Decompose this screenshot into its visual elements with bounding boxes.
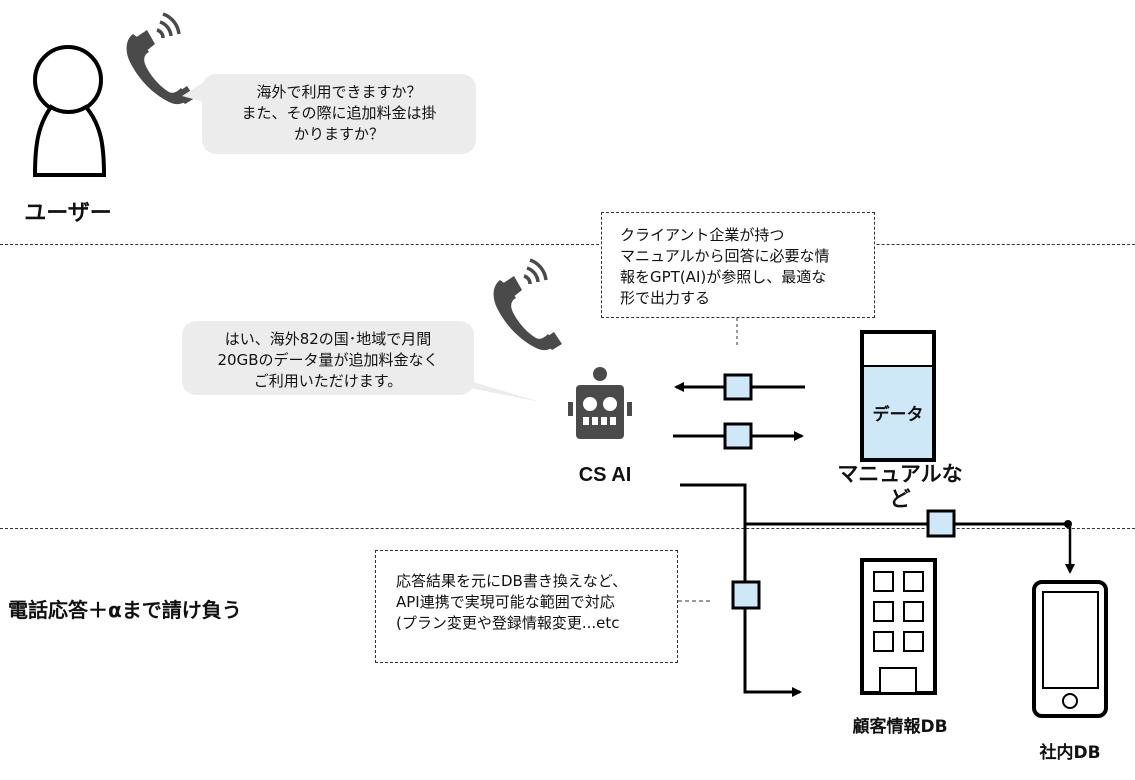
note-line: 応答結果を元にDB書き換えなど、 (396, 572, 628, 590)
data-store-fill-label: データ (872, 405, 924, 425)
cs-ai-label: CS AI (578, 464, 632, 486)
user-label: ユーザー (24, 201, 112, 226)
section-divider-top (0, 244, 1135, 245)
section-divider-bottom (0, 528, 1135, 529)
user-person-icon (32, 45, 107, 177)
phone-icon-user (126, 12, 195, 105)
arrow-data-to-ai (674, 373, 805, 401)
data-store-icon (860, 330, 936, 462)
user-question-line: かりますか？ (293, 125, 384, 143)
note-line: 報をGPT(AI)が参照し、最適な (620, 268, 827, 286)
ai-answer-line: 20GBのデータ量が追加料金なく (217, 351, 439, 369)
ai-answer-bubble: はい、海外82の国･地域で月間 20GBのデータ量が追加料金なく ご利用いただけ… (182, 321, 474, 395)
note-line: API連携で実現可能な範囲で対応 (396, 593, 615, 611)
note-line: (プラン変更や登録情報変更...etc (396, 614, 620, 632)
building-icon (860, 558, 937, 695)
customer-db-label: 顧客情報DB (852, 717, 948, 737)
user-question-line: また、その際に追加料金は掛 (241, 104, 437, 122)
bubble-tail-user (182, 82, 204, 102)
manual-reference-note: クライアント企業が持つ マニュアルから回答に必要な情 報をGPT(AI)が参照し… (601, 212, 875, 318)
data-store-label-line: ど (889, 487, 911, 511)
note-line: マニュアルから回答に必要な情 (620, 247, 830, 265)
api-integration-note: 応答結果を元にDB書き換えなど、 API連携で実現可能な範囲で対応 (プラン変更… (375, 550, 678, 663)
user-question-line: 海外で利用できますか？ (256, 83, 422, 101)
ai-answer-line: はい、海外82の国･地域で月間 (224, 330, 432, 348)
section-heading: 電話応答＋αまで請け負う (8, 598, 242, 622)
note-line: クライアント企業が持つ (620, 226, 785, 244)
connector-ai-to-dbs (680, 483, 1075, 697)
robot-icon (568, 367, 632, 439)
note-line: 形で出力する (620, 289, 711, 307)
smartphone-icon (1032, 580, 1108, 718)
ai-answer-line: ご利用いただけます。 (253, 372, 403, 390)
data-store-label: マニュアルな ど (820, 462, 980, 512)
internal-db-label: 社内DB (1039, 743, 1101, 763)
data-store-label-line: マニュアルな (837, 462, 963, 486)
arrow-ai-to-data (673, 422, 804, 450)
phone-icon-ai (493, 258, 562, 351)
user-question-bubble: 海外で利用できますか？ また、その際に追加料金は掛 かりますか？ (202, 74, 476, 154)
